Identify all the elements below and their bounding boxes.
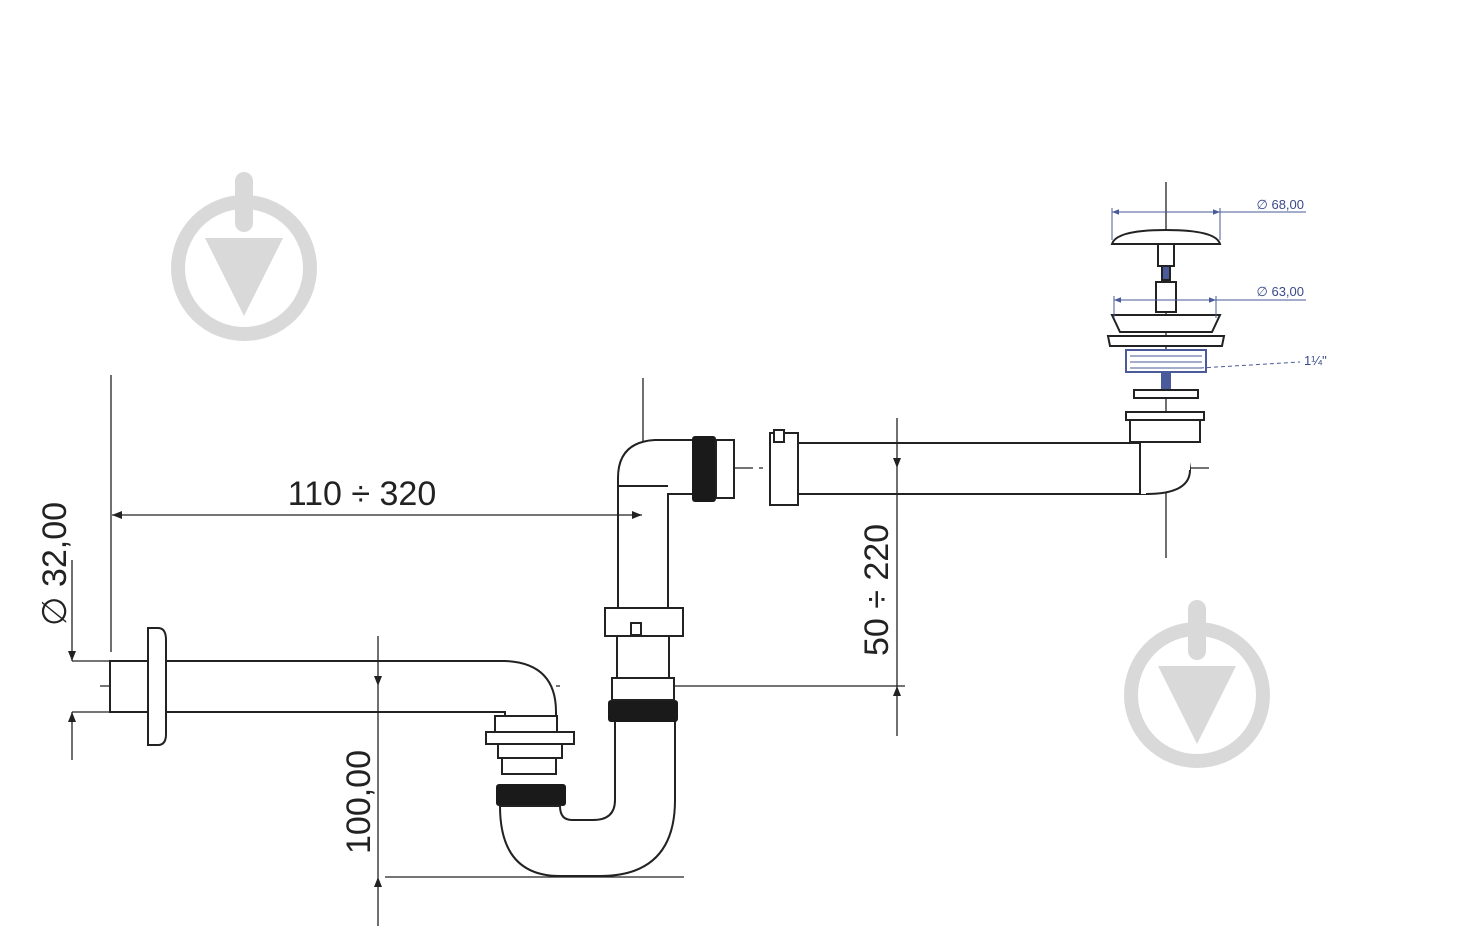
trap-u-bend [498, 633, 678, 877]
cap-diameter-label: ∅ 68,00 [1257, 197, 1304, 212]
pipe-diameter-label: ∅ 32,00 [36, 502, 74, 626]
thread-size-label: 1¼" [1304, 353, 1327, 368]
horizontal-offset-label: 110 ÷ 320 [288, 475, 436, 513]
dimension-horizontal-offset: 110 ÷ 320 [112, 475, 642, 519]
dimension-strainer-diameter: ∅ 63,00 [1113, 284, 1306, 318]
watermark-logo-icon [1124, 600, 1270, 768]
dimension-vertical-offset: 50 ÷ 220 [858, 418, 901, 736]
dimension-thread-size: 1¼" [1199, 353, 1327, 369]
upper-horizontal-pipe [692, 411, 1205, 506]
trap-inlet-coupling [485, 715, 575, 806]
strainer-diameter-label: ∅ 63,00 [1257, 284, 1304, 299]
dimension-trap-depth: 100,00 [340, 636, 382, 926]
wall-outlet-pipe [109, 627, 557, 746]
dimension-cap-diameter: ∅ 68,00 [1111, 197, 1306, 240]
dimension-pipe-diameter: ∅ 32,00 [36, 502, 76, 760]
sink-strainer-assembly [1106, 228, 1226, 399]
vertical-riser [604, 439, 701, 637]
watermark-logo-icon [171, 172, 317, 341]
vertical-offset-label: 50 ÷ 220 [858, 524, 896, 656]
trap-depth-label: 100,00 [340, 750, 378, 854]
